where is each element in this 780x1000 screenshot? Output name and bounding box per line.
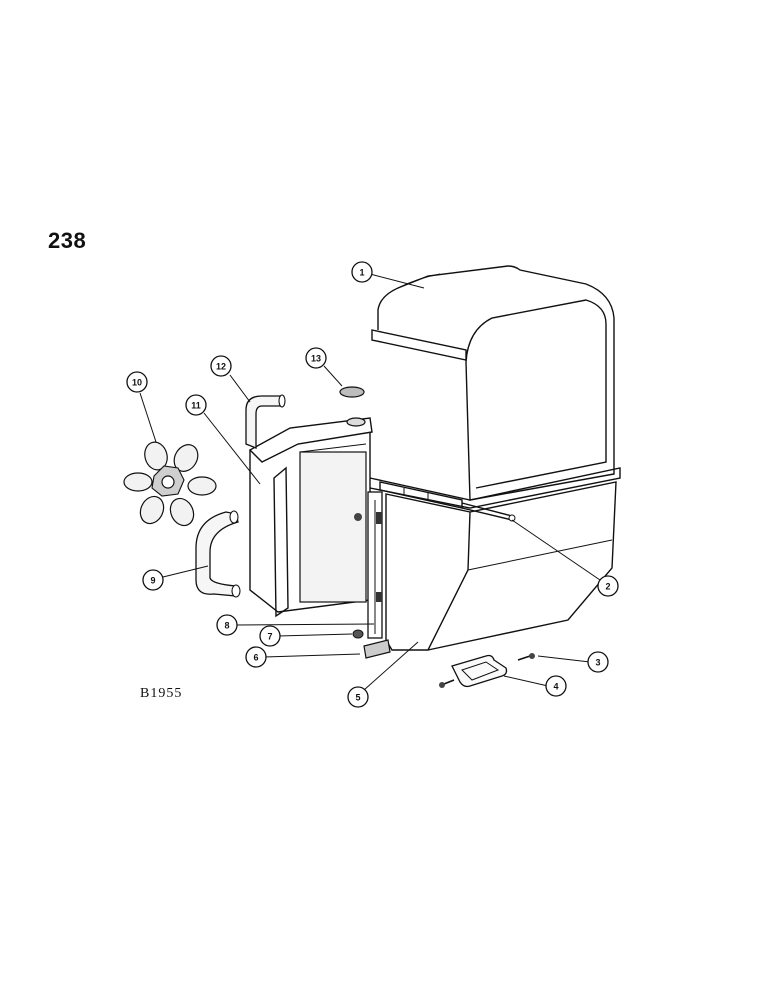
callout-2: 2 (597, 575, 619, 597)
callout-3: 3 (587, 651, 609, 673)
callout-10: 10 (126, 371, 148, 393)
cover-plate (451, 654, 508, 688)
radiator-assembly (248, 417, 373, 618)
callout-6: 6 (245, 646, 267, 668)
callout-12: 12 (210, 355, 232, 377)
fan (123, 441, 217, 527)
callout-10-label: 10 (132, 378, 142, 388)
lower-hose (195, 511, 239, 597)
leader-lines (139, 273, 601, 691)
nut (352, 629, 364, 639)
lower-shroud (385, 481, 617, 651)
upper-hose (245, 395, 283, 449)
mounting-bracket (363, 639, 391, 659)
callout-12-label: 12 (216, 362, 226, 372)
callout-1: 1 (351, 261, 373, 283)
callout-8: 8 (216, 614, 238, 636)
callout-9: 9 (142, 569, 164, 591)
callout-13-label: 13 (311, 354, 321, 364)
page-number: 238 (48, 228, 87, 253)
callout-6-label: 6 (253, 653, 258, 663)
callout-7: 7 (259, 625, 281, 647)
support-bar (367, 491, 383, 639)
callout-4-label: 4 (553, 682, 558, 692)
figure-code: B1955 (140, 686, 183, 701)
screws (439, 653, 535, 688)
callout-7-label: 7 (267, 632, 272, 642)
callout-11-label: 11 (191, 401, 201, 411)
callout-3-label: 3 (595, 658, 600, 668)
callout-8-label: 8 (224, 621, 229, 631)
callout-2-label: 2 (605, 582, 610, 592)
callout-11: 11 (185, 394, 207, 416)
callout-4: 4 (545, 675, 567, 697)
callout-9-label: 9 (150, 576, 155, 586)
hood-shroud (369, 265, 621, 509)
callout-1-label: 1 (359, 268, 364, 278)
callout-5: 5 (347, 686, 369, 708)
callout-13: 13 (305, 347, 327, 369)
callout-5-label: 5 (355, 693, 360, 703)
radiator-cap (339, 386, 365, 398)
side-rod (379, 481, 516, 522)
